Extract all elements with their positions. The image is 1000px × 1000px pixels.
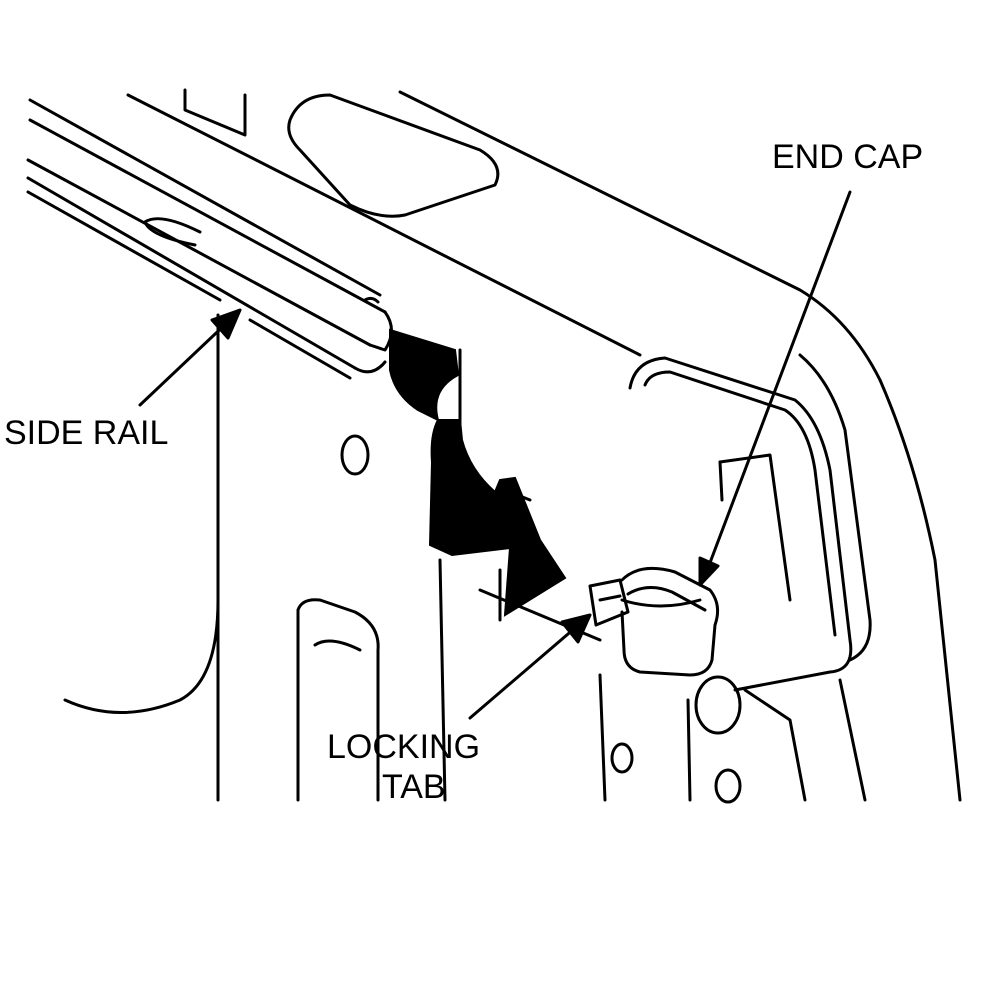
cab-roof: [126, 88, 962, 802]
leader-arrow-locking-tab: [468, 613, 592, 720]
locking-tab: [588, 578, 630, 627]
leader-arrow-end-cap: [698, 190, 852, 587]
tailgate-pillar: [598, 353, 872, 804]
side-rail: [26, 98, 393, 380]
installation-direction-arrow: [389, 328, 567, 617]
leader-arrow-side-rail: [138, 308, 242, 407]
side-rail-label: SIDE RAIL: [4, 414, 169, 452]
locking-tab-label-line2: TAB: [382, 768, 446, 806]
locking-tab-label-line1: LOCKING: [327, 728, 481, 766]
end-cap: [620, 566, 720, 677]
end-cap-label: END CAP: [772, 138, 924, 176]
